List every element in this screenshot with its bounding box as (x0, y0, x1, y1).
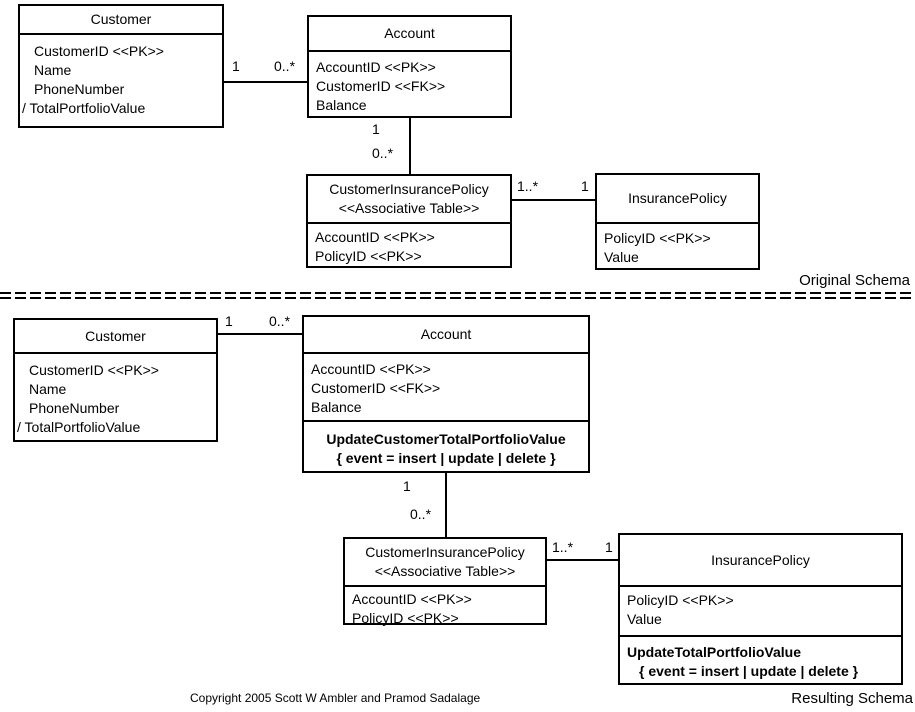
schema-separator-bottom-bar (0, 297, 915, 299)
original-insurance-policy-title: InsurancePolicy (597, 175, 758, 224)
resulting-schema-label: Resulting Schema (791, 690, 913, 707)
original-schema-label: Original Schema (799, 272, 910, 289)
original-policy-link-entity: CustomerInsurancePolicy <<Associative Ta… (306, 174, 512, 268)
original-insurance-policy-entity: InsurancePolicy PolicyID <<PK>> Value (595, 173, 760, 270)
attribute: AccountID <<PK>> (352, 591, 472, 607)
original-policy-link-title: CustomerInsurancePolicy <<Associative Ta… (308, 176, 510, 224)
resulting-insurance-policy-attributes: PolicyID <<PK>> Value (620, 587, 901, 635)
resulting-insurance-policy-title: InsurancePolicy (620, 535, 901, 587)
resulting-customer-title: Customer (15, 320, 216, 354)
attribute: PolicyID <<PK>> (604, 230, 711, 246)
resulting-insurance-policy-trigger: UpdateTotalPortfolioValue { event = inse… (620, 635, 901, 681)
multiplicity-label: 0..* (372, 145, 394, 161)
attribute: CustomerID <<FK>> (311, 380, 441, 396)
trigger-event: { event = insert | update | delete } (336, 450, 556, 466)
attribute: PolicyID <<PK>> (627, 592, 734, 608)
attribute: AccountID <<PK>> (315, 229, 435, 245)
attribute: CustomerID <<PK>> (29, 362, 159, 378)
attribute: Value (627, 611, 662, 627)
multiplicity-label: 0..* (274, 58, 296, 74)
entity-title-text: CustomerInsurancePolicy (329, 181, 489, 197)
multiplicity-label: 1 (372, 121, 380, 137)
multiplicity-label: 1 (232, 58, 240, 74)
resulting-policy-link-insurance-connector (547, 559, 618, 561)
original-account-title: Account (309, 17, 510, 52)
attribute: Balance (311, 399, 362, 415)
attribute: CustomerID <<PK>> (34, 43, 164, 59)
multiplicity-label: 0..* (269, 313, 291, 329)
resulting-customer-entity: Customer CustomerID <<PK>> Name PhoneNum… (13, 318, 218, 442)
resulting-account-entity: Account AccountID <<PK>> CustomerID <<FK… (302, 315, 590, 473)
trigger-name: UpdateTotalPortfolioValue (627, 644, 801, 660)
resulting-account-attributes: AccountID <<PK>> CustomerID <<FK>> Balan… (304, 354, 588, 420)
multiplicity-label: 1..* (552, 539, 574, 555)
multiplicity-label: 0..* (410, 506, 432, 522)
resulting-policy-link-title: CustomerInsurancePolicy <<Associative Ta… (345, 539, 545, 587)
attribute: Balance (316, 97, 367, 113)
original-insurance-policy-attributes: PolicyID <<PK>> Value (597, 224, 758, 267)
attribute: Value (604, 249, 639, 265)
copyright-text: Copyright 2005 Scott W Ambler and Pramod… (190, 691, 481, 705)
entity-title-text: CustomerInsurancePolicy (365, 544, 525, 560)
original-customer-title: Customer (20, 6, 222, 35)
trigger-event: { event = insert | update | delete } (639, 663, 859, 679)
original-account-policy-link-connector (409, 118, 411, 174)
multiplicity-label: 1 (605, 539, 613, 555)
entity-title-text: Account (420, 326, 472, 342)
derived-attribute: / TotalPortfolioValue (22, 100, 146, 116)
attribute: AccountID <<PK>> (311, 361, 431, 377)
entity-title-text: Customer (90, 11, 152, 27)
original-customer-entity: Customer CustomerID <<PK>> Name PhoneNum… (18, 4, 224, 128)
entity-title-text: Customer (85, 327, 146, 344)
multiplicity-label: 1..* (517, 178, 539, 194)
original-customer-account-connector (223, 81, 307, 83)
attribute: PolicyID <<PK>> (315, 248, 422, 264)
attribute: PolicyID <<PK>> (352, 610, 459, 626)
original-account-attributes: AccountID <<PK>> CustomerID <<FK>> Balan… (309, 52, 510, 115)
entity-stereotype-text: <<Associative Table>> (338, 200, 480, 216)
attribute: Name (34, 62, 72, 78)
multiplicity-label: 1 (225, 313, 233, 329)
multiplicity-label: 1 (581, 178, 589, 194)
attribute: PhoneNumber (34, 81, 125, 97)
entity-title-text: InsurancePolicy (711, 551, 810, 568)
resulting-account-trigger: UpdateCustomerTotalPortfolioValue { even… (304, 420, 588, 468)
attribute: PhoneNumber (29, 400, 120, 416)
attribute: Name (29, 381, 67, 397)
resulting-insurance-policy-entity: InsurancePolicy PolicyID <<PK>> Value Up… (618, 533, 903, 685)
resulting-account-policy-link-connector (445, 473, 447, 537)
original-customer-attributes: CustomerID <<PK>> Name PhoneNumber / Tot… (20, 35, 222, 118)
attribute: AccountID <<PK>> (316, 59, 436, 75)
resulting-policy-link-attributes: AccountID <<PK>> PolicyID <<PK>> (345, 587, 545, 628)
resulting-customer-account-connector (218, 333, 302, 335)
multiplicity-label: 1 (403, 478, 411, 494)
derived-attribute: / TotalPortfolioValue (17, 419, 141, 435)
attribute: CustomerID <<FK>> (316, 78, 446, 94)
resulting-policy-link-entity: CustomerInsurancePolicy <<Associative Ta… (343, 537, 547, 628)
entity-title-text: InsurancePolicy (628, 190, 727, 206)
trigger-name: UpdateCustomerTotalPortfolioValue (326, 431, 566, 447)
original-account-entity: Account AccountID <<PK>> CustomerID <<FK… (307, 15, 512, 118)
original-policy-link-insurance-connector (512, 199, 595, 201)
resulting-customer-attributes: CustomerID <<PK>> Name PhoneNumber / Tot… (15, 354, 216, 437)
original-policy-link-attributes: AccountID <<PK>> PolicyID <<PK>> (308, 224, 510, 266)
entity-title-text: Account (384, 25, 435, 41)
schema-separator-top-bar (0, 292, 915, 294)
entity-stereotype-text: <<Associative Table>> (374, 563, 516, 579)
resulting-account-title: Account (304, 317, 588, 354)
